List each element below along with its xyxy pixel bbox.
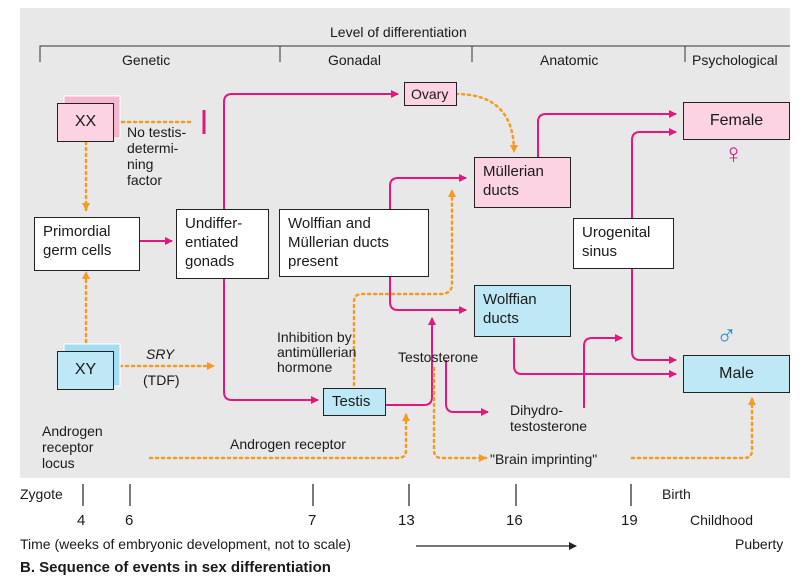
tdf-label: (TDF) [143,372,180,388]
wolffian-ducts-box: Wolffian ducts [474,285,571,337]
xx-box: XX [57,103,114,142]
week-7: 7 [308,512,317,529]
orange-arrows [82,92,756,462]
female-box: Female [683,102,790,140]
mullerian-ducts-box: Müllerian ducts [474,157,571,208]
arrow-ducts-to-mullerian [389,174,467,212]
zygote-label: Zygote [20,486,63,502]
week-16: 16 [506,512,523,529]
arrow-gonads-to-ovary [223,90,399,210]
level-gonadal: Gonadal [328,52,381,68]
arrow-testis-inhibition [352,188,456,387]
birth-label: Birth [662,486,691,502]
arrow-urogenital-to-male [631,268,677,364]
arrow-testosterone-to-dihydro [445,360,489,416]
male-symbol-icon: ♂ [716,320,737,351]
arrow-dihydro-to-urogenital [583,334,623,408]
arrow-gonads-to-testis [223,275,319,404]
time-axis-label: Time (weeks of embryonic development, no… [20,536,351,552]
puberty-label: Puberty [735,536,784,552]
dihydrotestosterone-label: Dihydro- testosterone [510,402,588,434]
xy-box: XY [57,351,114,390]
timeline-ticks [82,484,632,506]
week-19: 19 [621,512,638,529]
week-13: 13 [398,512,415,529]
week-6: 6 [125,512,134,529]
arrow-wolffian-to-male [513,338,677,378]
undifferentiated-gonads-box: Undiffer- entiated gonads [176,209,269,279]
female-symbol-icon: ♀ [723,138,744,169]
androgen-receptor-label: Androgen receptor [230,436,346,452]
male-box: Male [683,355,790,393]
level-header: Level of differentiation [330,24,467,40]
week-4: 4 [77,512,86,529]
wolffian-mullerian-present-box: Wolffian and Müllerian ducts present [279,209,429,277]
figure-caption: B. Sequence of events in sex differentia… [20,559,331,576]
arrow-ovary-to-mullerian [454,92,518,154]
arrow-mullerian-to-female [537,110,677,157]
childhood-label: Childhood [690,512,754,528]
ovary-box: Ovary [404,82,457,106]
primordial-germ-cells-box: Primordial germ cells [34,217,140,271]
level-genetic: Genetic [122,52,171,68]
inhibition-label: Inhibition by antimüllerian hormone [277,329,357,375]
arrow-urogenital-to-female [631,128,677,218]
androgen-receptor-locus-label: Androgen receptor locus [42,423,103,471]
arrow-testis-to-testosterone [386,317,436,406]
testis-box: Testis [323,388,386,416]
magenta-arrows [140,90,677,416]
sry-label: SRY [146,346,175,362]
arrow-androgen-receptor [148,412,410,460]
urogenital-sinus-box: Urogenital sinus [573,218,674,269]
arrow-ducts-to-wolffian [389,275,467,314]
brain-imprinting-label: "Brain imprinting" [490,451,598,467]
no-testis-factor-label: No testis- determi- ning factor [127,124,187,188]
levels-bracket [39,45,790,62]
level-anatomic: Anatomic [540,52,599,68]
level-psychological: Psychological [692,52,778,68]
testosterone-label: Testosterone [398,349,479,365]
